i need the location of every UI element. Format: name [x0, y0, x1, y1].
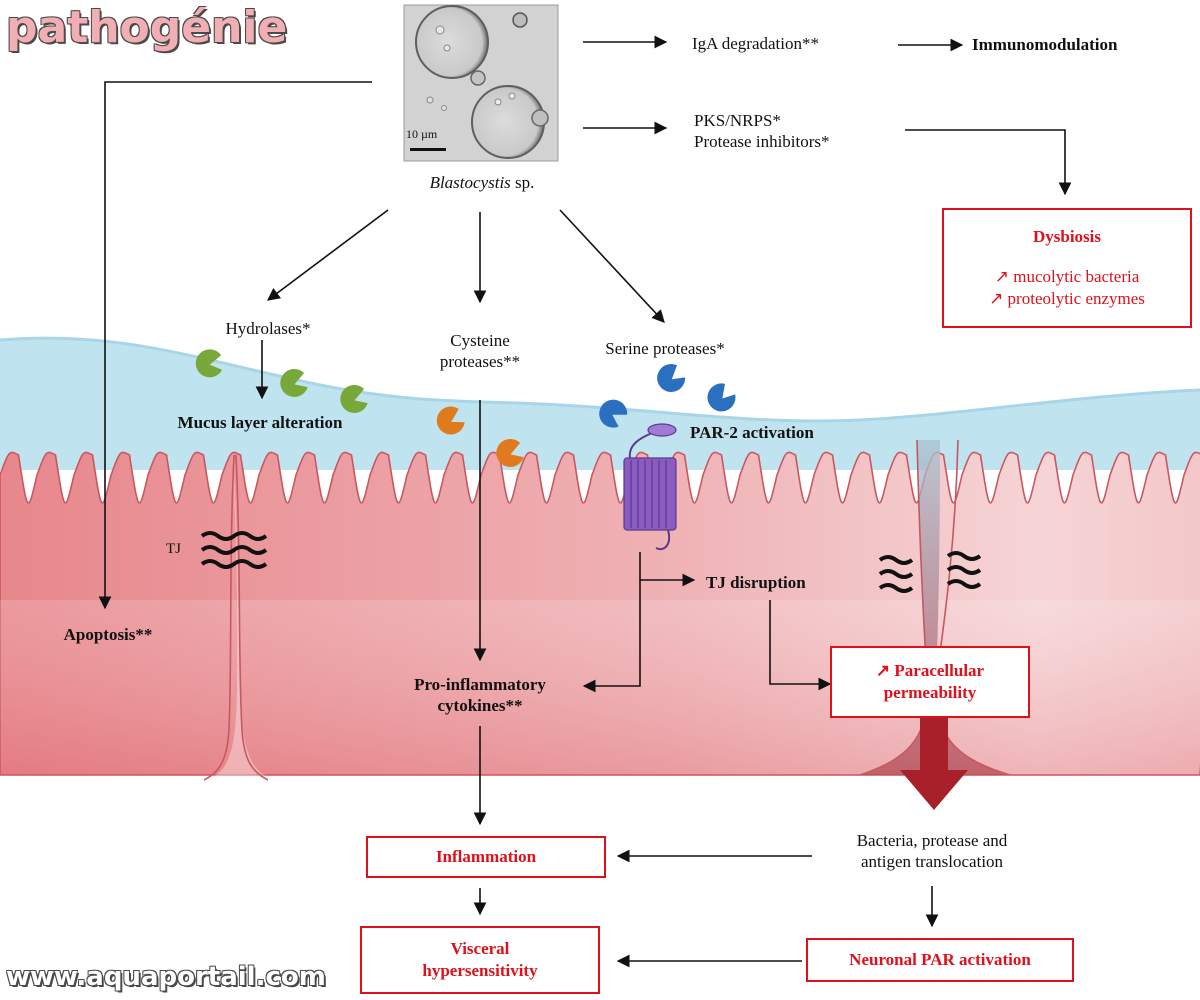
dysbiosis-box: Dysbiosis ↗ mucolytic bacteria ↗ proteol… [942, 208, 1192, 328]
dysbiosis-title: Dysbiosis [1032, 226, 1102, 246]
watermark-title: pathogénie [6, 2, 288, 53]
paracellular-channel [860, 440, 1010, 775]
arrow-to-serine [559, 209, 665, 323]
arrow-pks-dysbiosis [905, 129, 1072, 196]
pks-nrps-line1: PKS/NRPS* [694, 111, 781, 130]
translocation-label: Bacteria, protease and antigen transloca… [824, 830, 1040, 873]
cytokines-label: Pro-inflammatory cytokines** [380, 674, 580, 717]
organism-species: sp. [510, 173, 535, 192]
par2-activation-label: PAR-2 activation [690, 423, 814, 442]
watermark-site: www.aquaportail.com [6, 962, 326, 992]
cysteine-proteases-label: Cysteine proteases** [410, 330, 550, 373]
neuronal-par-box: Neuronal PAR activation [806, 938, 1074, 982]
cysteine-line2: proteases** [439, 352, 521, 372]
paracellular-line1: ↗ Paracellular [875, 660, 985, 680]
cytokines-line1: Pro-inflammatory [414, 675, 546, 694]
blastocystis-micrograph [403, 4, 559, 162]
visceral-hypersensitivity-box: Visceral hypersensitivity [360, 926, 600, 994]
inflammation-text: Inflammation [435, 846, 537, 866]
arrow-par2-cytokines [582, 580, 641, 693]
tj-disruption-label: TJ disruption [706, 573, 806, 592]
translocation-line2: antigen translocation [860, 852, 1004, 872]
tj-right-icon-b [946, 551, 982, 589]
serine-proteases-label: Serine proteases* [605, 339, 725, 358]
immunomodulation-label: Immunomodulation [972, 35, 1118, 54]
dysbiosis-item-proteolytic: ↗ proteolytic enzymes [989, 289, 1145, 309]
visceral-line2: hypersensitivity [422, 961, 538, 980]
mucus-alteration-label: Mucus layer alteration [177, 413, 343, 432]
inflammation-box: Inflammation [366, 836, 606, 878]
arrow-to-hydrolases [266, 209, 389, 301]
dysbiosis-item-mucolytic: ↗ mucolytic bacteria [994, 266, 1140, 286]
arrow-tj-paracellular [769, 600, 832, 691]
iga-degradation-label: IgA degradation** [692, 34, 819, 53]
serine-protease-icon [599, 364, 736, 428]
paracellular-line2: permeability [883, 683, 977, 702]
pks-nrps-line2: Protease inhibitors* [694, 132, 830, 152]
hydrolase-enzymes-icon [195, 349, 368, 413]
neuronal-text: Neuronal PAR activation [849, 949, 1031, 969]
scale-bar-label: 10 µm [406, 127, 438, 141]
par2-receptor-icon [623, 423, 677, 550]
translocation-line1: Bacteria, protease and [856, 831, 1008, 850]
visceral-line1: Visceral [450, 938, 510, 958]
hydrolases-label: Hydrolases* [225, 319, 311, 338]
cell-border-left [210, 450, 270, 778]
cytokines-line2: cytokines** [437, 696, 523, 716]
organism-caption: Blastocystis sp. [392, 172, 572, 193]
cysteine-protease-icon [436, 406, 524, 467]
tj-label: TJ [166, 541, 181, 557]
arrow-to-apoptosis [98, 81, 372, 610]
paracellular-permeability-box: ↗ Paracellular permeability [830, 646, 1030, 718]
tj-left-icon [200, 531, 268, 569]
translocation-arrow [900, 700, 968, 810]
apoptosis-label: Apoptosis** [63, 625, 153, 644]
mucus-layer [0, 338, 1200, 470]
cysteine-line1: Cysteine [450, 331, 510, 350]
pks-nrps-label: PKS/NRPS* Protease inhibitors* [694, 110, 830, 153]
tj-right-icon-a [878, 555, 914, 593]
organism-genus: Blastocystis [429, 173, 511, 192]
